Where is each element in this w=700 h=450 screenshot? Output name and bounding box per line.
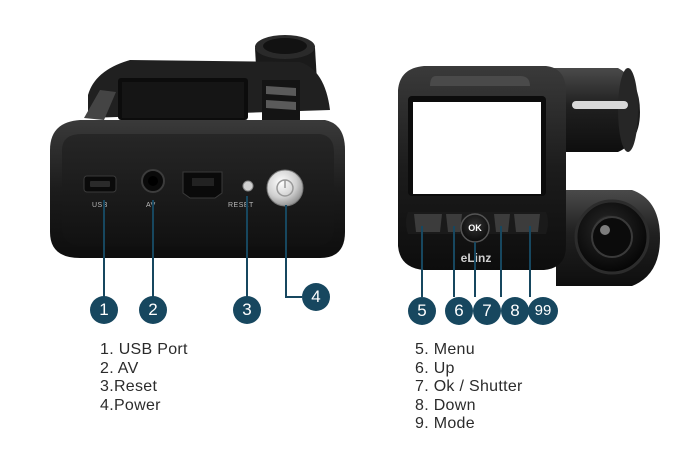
ok-button-label: OK xyxy=(468,223,482,233)
legend-item-menu: 5. Menu xyxy=(415,341,475,358)
legend-right: 5. Menu 6. Up 7. Ok / Shutter 8. Down 9.… xyxy=(415,341,523,434)
legend-item-av: 2. AV xyxy=(100,359,139,377)
legend-item-mode: 9. Mode xyxy=(415,415,475,432)
legend-left: 1. USB Port 2. AV 3.Reset 4.Power xyxy=(100,341,188,415)
callout-menu: 5 xyxy=(408,297,436,325)
callout-av: 2 xyxy=(139,296,167,324)
callout-reset: 3 xyxy=(233,296,261,324)
legend-item-power: 4.Power xyxy=(100,396,161,414)
reset-port-label: RESET xyxy=(228,202,254,209)
legend-item-down: 8. Down xyxy=(415,396,476,414)
callout-power: 4 xyxy=(302,283,330,311)
callout-mode: 99 xyxy=(528,297,558,325)
right-camera: OK eLinz xyxy=(398,66,660,286)
right-callout-lines xyxy=(421,226,531,297)
callout-ok: 7 xyxy=(473,297,501,325)
legend-item-reset: 3.Reset xyxy=(100,378,158,395)
legend-item-usb-port: 1. USB Port xyxy=(100,341,188,358)
legend-item-up: 6. Up xyxy=(415,359,455,377)
av-port-label: AV xyxy=(146,202,156,209)
usb-port-label: USB xyxy=(92,202,108,209)
left-callout-lines xyxy=(103,196,302,298)
left-camera: USB AV RESET xyxy=(50,35,345,258)
callout-usb: 1 xyxy=(90,296,118,324)
legend-item-ok-shutter: 7. Ok / Shutter xyxy=(415,378,523,395)
callout-down: 8 xyxy=(501,297,529,325)
callout-up: 6 xyxy=(445,297,473,325)
